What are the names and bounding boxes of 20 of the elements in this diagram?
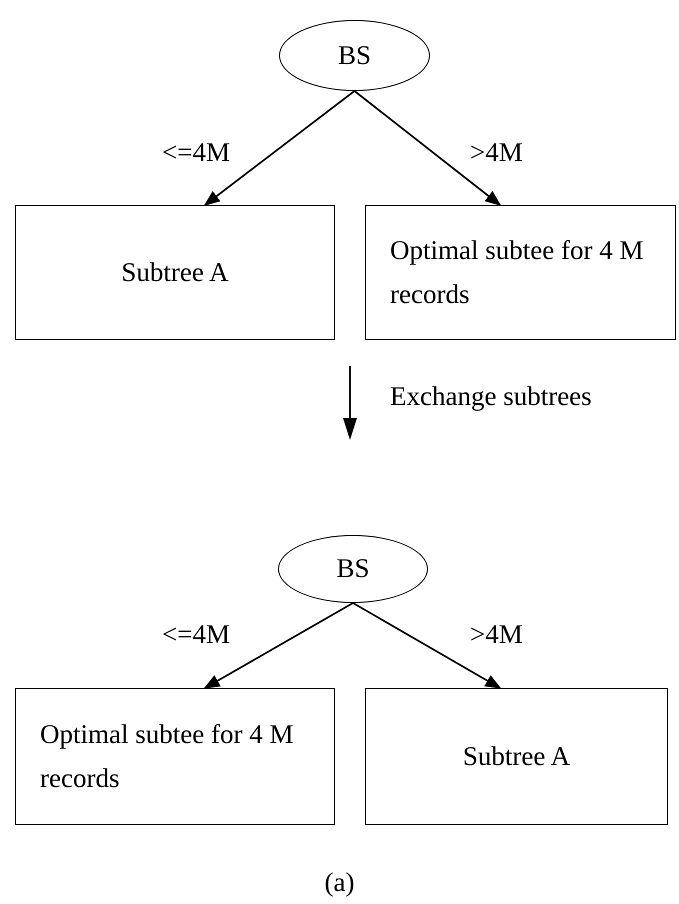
subtree-box (365, 205, 676, 340)
node-text: Subtree A (121, 256, 229, 289)
edge-label: <=4M (162, 618, 230, 651)
node-text: BS (336, 552, 370, 586)
node-text: Optimal subtee for 4 M records (40, 718, 294, 794)
arrow (352, 602, 502, 689)
step-label: Exchange subtrees (390, 380, 592, 413)
node-text: BS (338, 38, 372, 72)
subtree-box (15, 205, 335, 340)
edge-label: >4M (470, 618, 523, 651)
edge-label: <=4M (162, 136, 230, 169)
arrow (204, 602, 354, 689)
edge-label: >4M (470, 136, 523, 169)
arrow (354, 90, 502, 206)
subtree-box (365, 688, 668, 825)
node-text: Subtree A (462, 740, 570, 773)
subtree-box (15, 688, 335, 825)
caption: (a) (324, 866, 356, 899)
arrow (204, 90, 356, 206)
node-text: Optimal subtee for 4 M records (390, 234, 644, 310)
